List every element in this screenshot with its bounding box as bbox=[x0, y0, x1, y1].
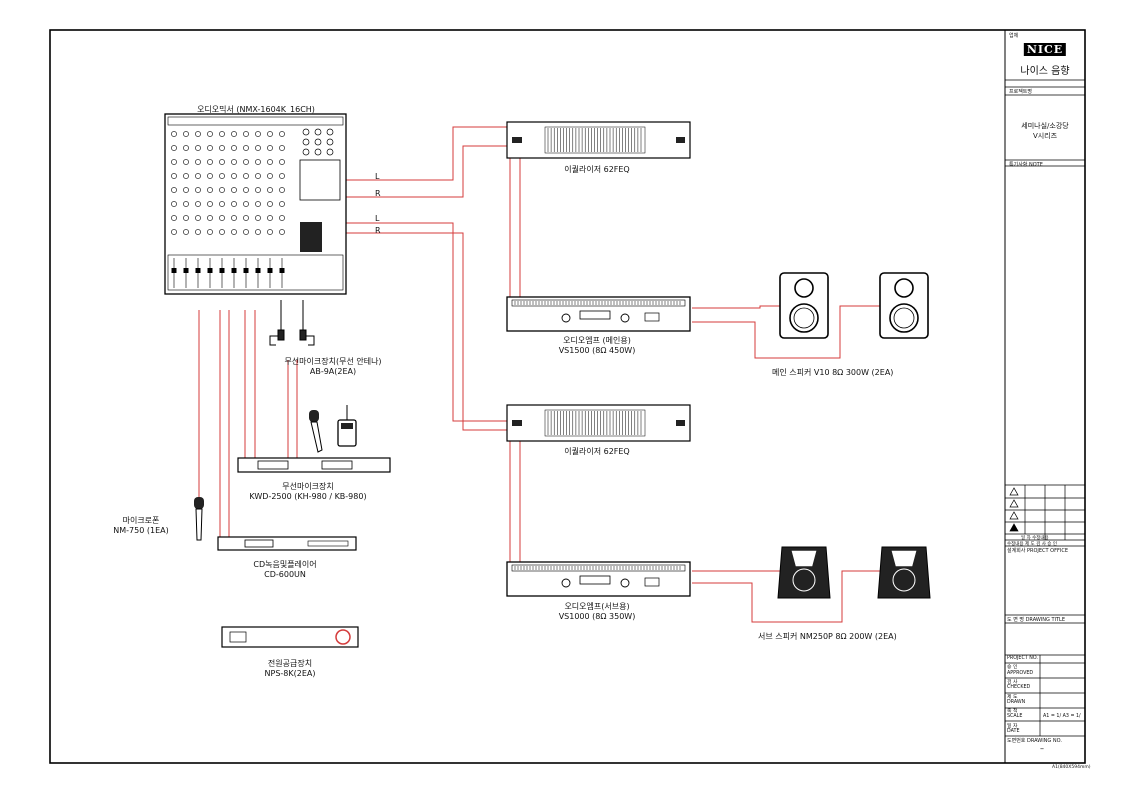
sheet-size: A1(840X594mm) bbox=[1052, 765, 1091, 770]
title-block-row-label: 축 척 bbox=[1007, 709, 1018, 715]
title-block-lines bbox=[1005, 79, 1085, 737]
main-speaker-label: 메인 스피커 V10 8Ω 300W (2EA) bbox=[772, 368, 894, 377]
title-block-row-label: APPROVED bbox=[1007, 670, 1034, 676]
channel-label-right-top: R bbox=[375, 189, 381, 198]
drawing-no-label: 도면번호 DRAWING NO. bbox=[1007, 738, 1062, 744]
amplifier-sub bbox=[506, 561, 691, 597]
equalizer-bottom bbox=[506, 404, 691, 442]
amp-sub-model: VS1000 (8Ω 350W) bbox=[558, 612, 636, 621]
channel-label-left-top: L bbox=[375, 172, 380, 181]
audio-mixer bbox=[164, 113, 347, 295]
equalizer-top bbox=[506, 121, 691, 159]
microphone bbox=[194, 497, 204, 541]
power-supply-label: 전원공급장치 bbox=[267, 659, 313, 668]
amp-main-label: 오디오엠프 (메인용) bbox=[563, 336, 631, 345]
wireless-mic-label: 무선마이크장치 bbox=[282, 482, 334, 491]
wireless-bodypack bbox=[337, 405, 357, 447]
cd-player-label: CD녹음및플레이어 bbox=[253, 560, 317, 569]
wireless-receiver bbox=[237, 457, 391, 473]
signal-wires bbox=[198, 126, 880, 623]
title-block-row-label: PROJECT NO. bbox=[1007, 656, 1038, 661]
wireless-antennas bbox=[269, 300, 315, 346]
company-name: 나이스 음향 bbox=[1020, 66, 1070, 77]
mixer-title: 오디오믹서 (NMX-1604K_16CH) bbox=[197, 105, 315, 114]
amp-sub-label: 오디오엠프(서브용) bbox=[564, 602, 630, 611]
channel-label-left-bottom: L bbox=[375, 214, 380, 223]
notes-label: 특기사항 NOTE bbox=[1009, 162, 1043, 168]
power-supply bbox=[221, 626, 359, 648]
drawing-title-label: 도 면 명 DRAWING TITLE bbox=[1007, 617, 1065, 623]
wireless-mic-model: KWD-2500 (KH-980 / KB-980) bbox=[249, 492, 367, 501]
drawing-no: – bbox=[1040, 744, 1044, 753]
project-name-line2: V시리즈 bbox=[1032, 132, 1058, 140]
eq-top-label: 이퀄라이저 62FEQ bbox=[564, 165, 630, 174]
amp-main-model: VS1500 (8Ω 450W) bbox=[558, 346, 636, 355]
project-name-line1: 세미나실/소강당 bbox=[1021, 122, 1069, 130]
title-block-row-value: A1 = 1/ A3 = 1/ bbox=[1043, 714, 1081, 720]
antenna-model: AB-9A(2EA) bbox=[309, 367, 357, 376]
title-block-row-label: 승 인 bbox=[1007, 665, 1018, 671]
antenna-label: 무선마이크장치(무선 안테나) bbox=[284, 357, 382, 366]
project-label: 프로젝트명 bbox=[1009, 89, 1033, 95]
amplifier-main bbox=[506, 296, 691, 332]
brand-logo: NICE bbox=[1023, 43, 1067, 56]
channel-label-right-bottom: R bbox=[375, 226, 381, 235]
cd-player bbox=[217, 536, 357, 551]
title-block-row-label: 일 자 bbox=[1007, 723, 1018, 729]
microphone-model: NM-750 (1EA) bbox=[113, 526, 169, 535]
title-block-row-label: DRAWN bbox=[1007, 699, 1026, 705]
main-speaker-right bbox=[879, 272, 929, 339]
corner-tag: 업체 bbox=[1009, 33, 1019, 39]
title-block-row-label: CHECKED bbox=[1007, 685, 1031, 691]
wireless-handheld-mic bbox=[309, 410, 323, 453]
power-supply-model: NPS-8K(2EA) bbox=[264, 669, 316, 678]
cd-player-model: CD-600UN bbox=[264, 570, 306, 579]
revision-label: 일 자 수정내용 bbox=[1021, 536, 1049, 541]
title-block-row-label: DATE bbox=[1007, 729, 1020, 734]
sub-speaker-right bbox=[877, 546, 931, 599]
project-office-label: 설계회사 PROJECT OFFICE bbox=[1007, 548, 1068, 554]
revision-columns: 수정내용 제 도 검 사 승 인 bbox=[1007, 542, 1057, 547]
sheet-border bbox=[49, 29, 1086, 764]
sub-speaker-label: 서브 스피커 NM250P 8Ω 200W (2EA) bbox=[758, 632, 897, 641]
title-block-row-label: 제 도 bbox=[1007, 694, 1018, 700]
sub-speaker-left bbox=[777, 546, 831, 599]
main-speaker-left bbox=[779, 272, 829, 339]
title-block-row-label: SCALE bbox=[1007, 714, 1023, 720]
eq-bottom-label: 이퀄라이저 62FEQ bbox=[564, 447, 630, 456]
microphone-label: 마이크로폰 bbox=[122, 516, 160, 525]
title-block-row-label: 검 사 bbox=[1007, 679, 1018, 685]
